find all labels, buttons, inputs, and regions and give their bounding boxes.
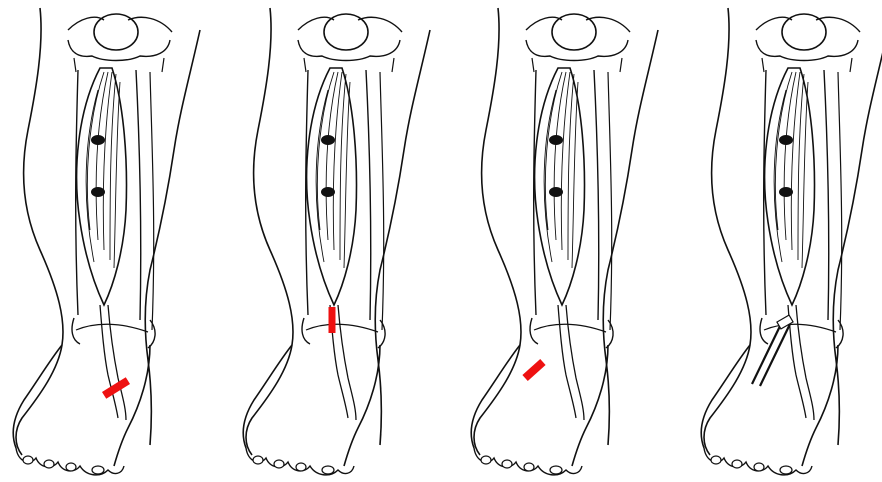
leg-panel-4 — [701, 8, 882, 475]
leg-panel-1 — [13, 8, 200, 475]
incision-marker-1 — [102, 377, 130, 399]
leg-panel-3 — [471, 8, 658, 475]
incision-marker-2 — [329, 307, 336, 333]
tendon-transfer-lines — [752, 315, 793, 386]
incision-marker-3 — [522, 359, 545, 381]
leg-panel-2 — [243, 8, 430, 475]
